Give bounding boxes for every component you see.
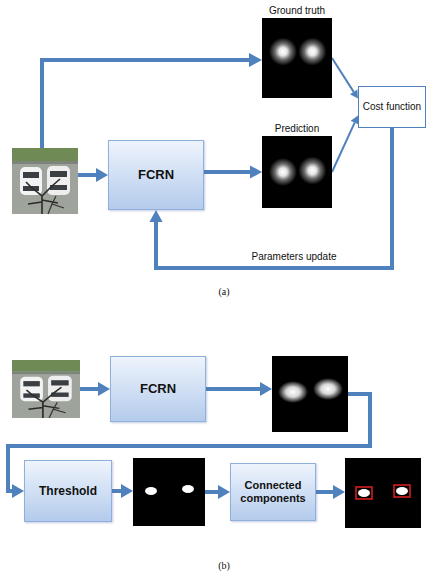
process-box: Threshold [24,460,112,522]
illustration-part [112,489,122,493]
illustration-part [78,173,97,177]
process-box: Connected components [230,463,316,521]
heatmap-image [262,136,332,208]
illustration-part [358,489,370,497]
ground-truth-map: Ground truth [262,4,332,98]
box-label: Cost function [363,101,421,113]
illustration-part [260,382,272,396]
illustration-part [313,378,343,400]
edge-label: Parameters update [249,250,338,263]
process-label: Connected components [231,479,315,505]
network-box: FCRN [108,140,204,210]
illustration-part [182,485,194,493]
cost-box: Cost function [358,86,426,128]
illustration-part [356,487,372,499]
process-label: FCRN [138,167,174,183]
illustration-part [98,382,110,396]
flow-arrow [8,60,370,492]
network-box: FCRN [110,356,206,422]
process-label: FCRN [140,381,176,397]
illustration-part [42,60,250,148]
image-heading: Prediction [262,122,332,136]
connector-line [332,123,355,172]
image-heading: Ground truth [262,4,332,18]
arrow-head [250,165,262,178]
illustration-part [96,168,108,182]
connector-line [204,170,250,174]
prediction-map: Prediction [262,122,332,208]
arrow-head [149,210,162,222]
illustration-part [396,487,408,495]
illustration-part [12,484,24,498]
illustration-part [249,53,262,67]
aerial-photo [12,148,78,214]
illustration-part [206,387,261,391]
illustration-part [333,485,345,499]
illustration-part [145,487,157,495]
heatmap-image [262,18,332,98]
detection-map [345,458,421,528]
illustration-part [272,356,348,432]
connector [204,165,262,178]
illustration-part [218,485,230,499]
illustration-part [121,484,133,498]
connector [332,115,359,172]
illustration-part [205,490,219,494]
density-map [272,356,348,432]
threshold-map [133,458,205,526]
illustration-part [133,458,205,526]
illustration-part [278,381,308,403]
arrow-head [12,53,345,499]
illustration-part [394,485,410,497]
process-label: Threshold [39,484,97,498]
connector-line [332,58,354,92]
connector [332,58,358,99]
panel-label: (b) [218,559,230,572]
illustration-part [80,387,99,391]
panel-label: (a) [218,285,229,298]
illustration-part [345,458,421,528]
aerial-photo [12,360,80,418]
